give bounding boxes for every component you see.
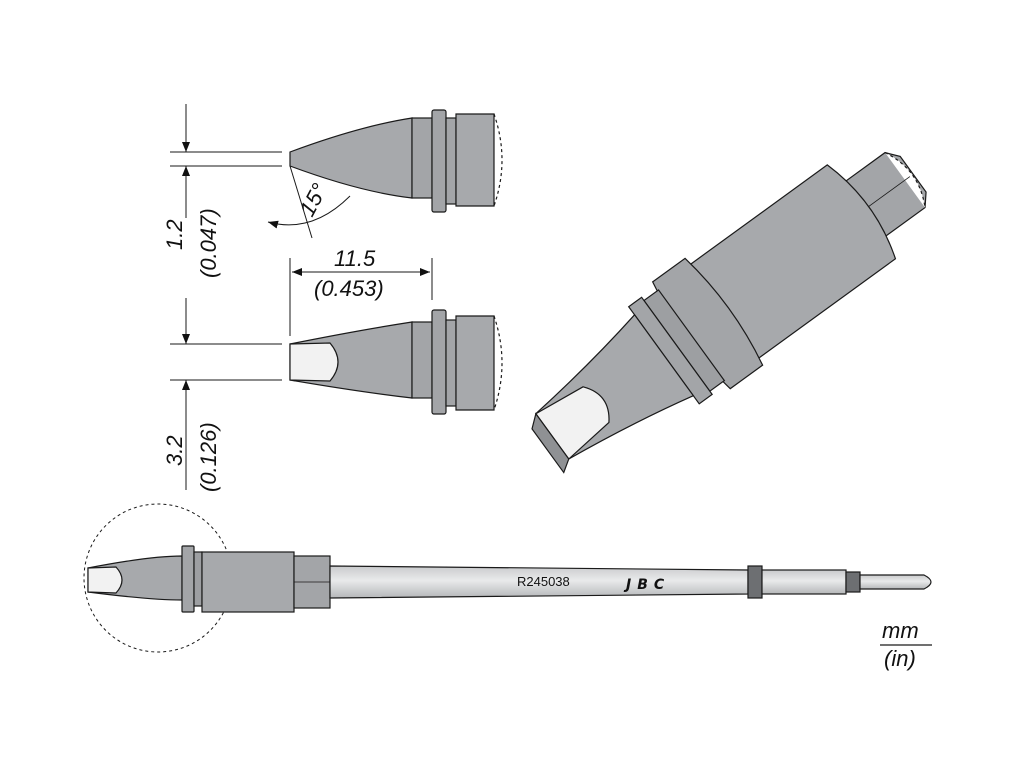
unit-secondary: (in) bbox=[884, 646, 916, 671]
side-ring bbox=[445, 117, 457, 205]
tinned-face bbox=[289, 342, 339, 382]
brand-logo: JBC bbox=[623, 577, 670, 593]
length-in: (0.453) bbox=[314, 276, 384, 301]
width-mm: 3.2 bbox=[162, 435, 187, 466]
top-view bbox=[289, 309, 503, 415]
top-flange bbox=[431, 309, 447, 415]
top-body bbox=[455, 315, 495, 411]
thickness-in: (0.047) bbox=[196, 208, 221, 278]
side-collar bbox=[411, 117, 433, 199]
side-body bbox=[455, 113, 495, 207]
full-tip-view bbox=[83, 503, 932, 653]
side-flange bbox=[431, 109, 447, 213]
perspective-view bbox=[531, 151, 927, 474]
unit-primary: mm bbox=[882, 618, 919, 643]
top-collar bbox=[411, 321, 433, 399]
units-legend: mm (in) bbox=[880, 618, 932, 671]
dimension-lines bbox=[170, 104, 433, 490]
thickness-mm: 1.2 bbox=[162, 219, 187, 250]
side-view bbox=[289, 109, 503, 213]
length-mm: 11.5 bbox=[334, 246, 376, 271]
width-in: (0.126) bbox=[196, 422, 221, 492]
part-number: R245038 bbox=[517, 574, 570, 589]
top-ring bbox=[445, 319, 457, 407]
